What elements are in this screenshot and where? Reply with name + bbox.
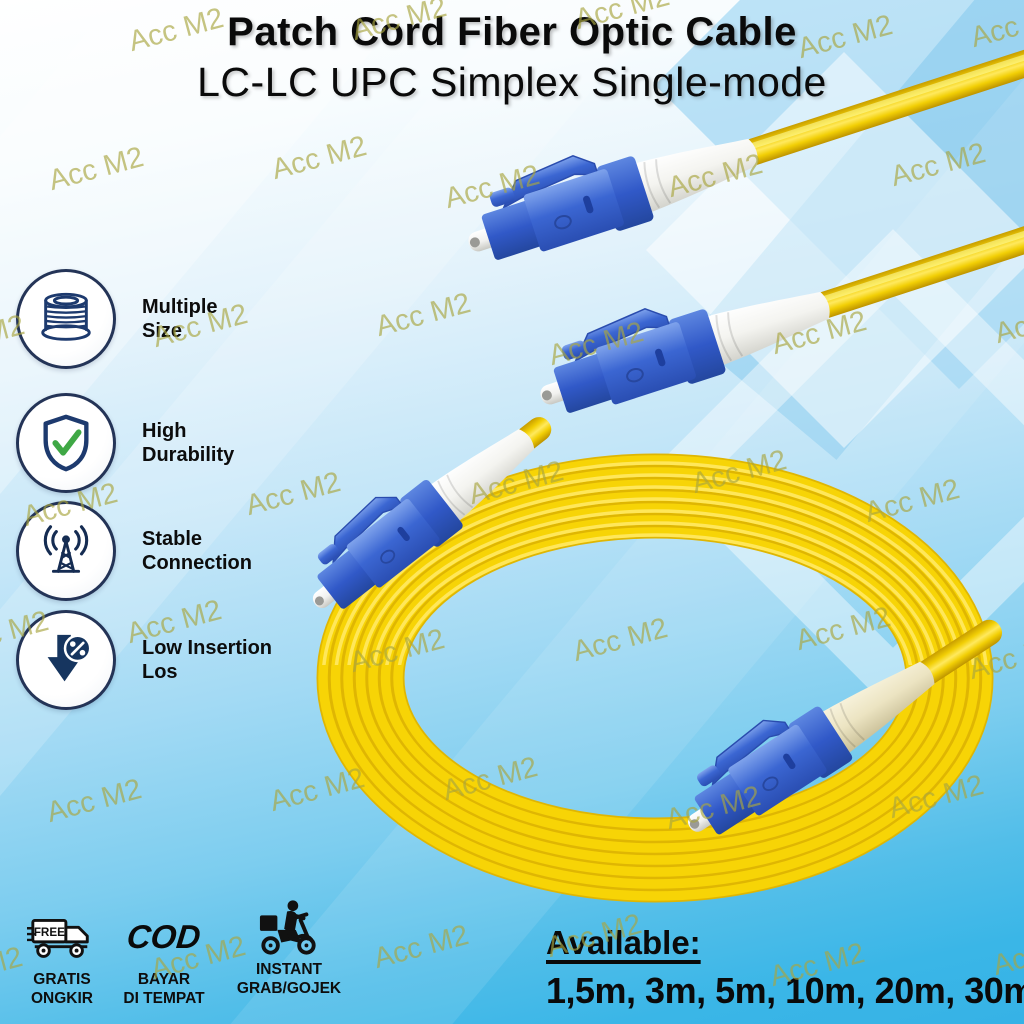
feature-label: Connection (142, 552, 252, 574)
badge-label: ONGKIR (31, 989, 93, 1007)
badge-label: GRAB/GOJEK (236, 979, 342, 997)
badge-label: BAYAR (137, 971, 191, 988)
lc-connector-photo (285, 417, 552, 630)
page-subtitle: LC-LC UPC Simplex Single-mode (197, 59, 827, 105)
feature-label: Stable (142, 527, 203, 550)
feature-multiple-size: Multiple Size (16, 269, 312, 369)
feature-stable-connection: Stable Connection (16, 501, 312, 601)
feature-label: Size (142, 320, 183, 342)
badge-free-shipping: FREE GRATIS ONGKIR (10, 906, 114, 1008)
free-shipping-truck-icon: FREE (27, 919, 89, 958)
badge-label: INSTANT (255, 961, 322, 978)
free-label: FREE (34, 926, 65, 939)
availability-sizes: 1,5m, 3m, 5m, 10m, 20m, 30m (546, 970, 1024, 1011)
feature-label: High (142, 419, 187, 442)
page-title: Patch Cord Fiber Optic Cable (227, 10, 797, 54)
feature-label: Durability (142, 444, 235, 466)
badge-label: GRATIS (33, 971, 91, 988)
availability-heading: Available: (546, 924, 701, 961)
feature-label: Los (142, 661, 178, 683)
lc-connector-photo (661, 619, 1002, 856)
feature-high-durability: High Durability (16, 393, 312, 493)
feature-label: Low Insertion (142, 636, 272, 659)
cable-spool-icon (41, 292, 91, 341)
headline: Patch Cord Fiber Optic Cable LC-LC UPC S… (0, 10, 1024, 106)
cod-logo: COD (125, 918, 203, 955)
badge-instant-courier: INSTANT GRAB/GOJEK (224, 896, 354, 998)
badge-label: DI TEMPAT (123, 989, 205, 1007)
feature-low-insertion-loss: Low Insertion Los (16, 610, 312, 710)
signal-tower-icon (43, 525, 89, 573)
shield-check-icon (43, 414, 89, 472)
feature-label: Multiple (142, 295, 218, 318)
availability-block: Available: 1,5m, 3m, 5m, 10m, 20m, 30m (546, 924, 1024, 1012)
courier-scooter-icon (259, 900, 316, 955)
badge-cod: COD BAYAR DI TEMPAT (112, 906, 216, 1008)
lc-connector-photo (524, 150, 1024, 431)
lc-connector-photo (452, 3, 1024, 278)
percent-down-arrow-icon (47, 634, 92, 682)
